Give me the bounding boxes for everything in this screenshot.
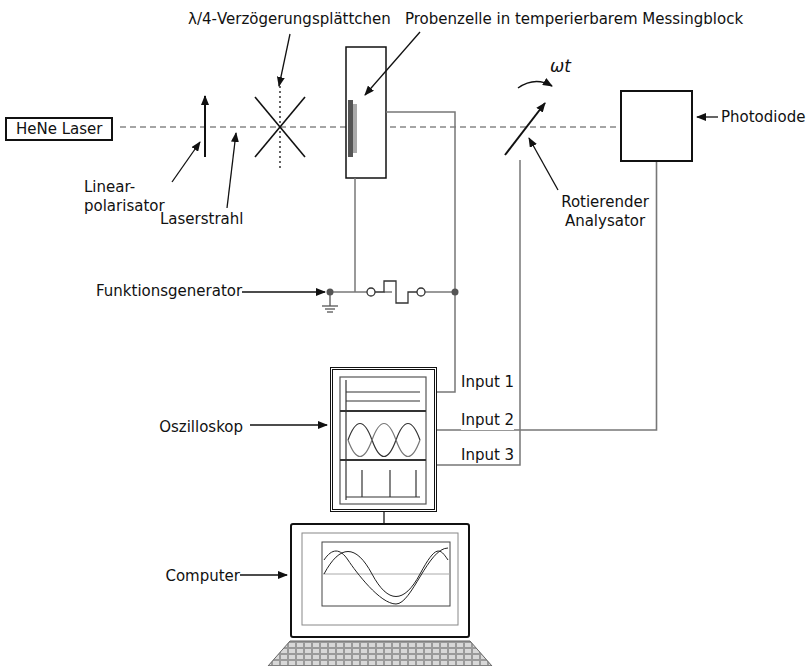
leader-arrow <box>172 32 718 575</box>
sample-cell <box>346 47 386 178</box>
rotation-label: ωt <box>550 56 571 77</box>
node-label: Oszilloskop <box>159 418 243 436</box>
part-label: Rotierender Analysator <box>540 193 670 231</box>
oscilloscope-box: Oszilloskop <box>330 367 437 512</box>
rotation-arrow <box>518 81 552 88</box>
wire <box>330 112 520 465</box>
part-label: Linear- polarisator <box>84 178 176 216</box>
keyboard <box>268 641 492 666</box>
signal-name: Input 3 <box>461 446 514 465</box>
rotating-analyzer <box>505 103 545 155</box>
signal-name: Input 2 <box>461 411 514 430</box>
part-label: Probenzelle in temperierbarem Messingblo… <box>405 10 743 29</box>
part-label: λ/4-Verzögerungsplättchen <box>188 10 391 29</box>
computer-screen <box>302 533 458 625</box>
linear-polarizer <box>204 96 206 157</box>
part-label: Funktionsgenerator <box>96 282 242 301</box>
computer-monitor: Computer <box>290 523 470 638</box>
laser-box: HeNe Laser <box>5 117 113 141</box>
quarter-wave-plate <box>255 86 305 168</box>
signal-name: Input 1 <box>461 373 514 392</box>
node-label: Computer <box>165 567 240 585</box>
signal-wire <box>383 512 385 523</box>
ground-symbol <box>322 292 338 312</box>
node-label: HeNe Laser <box>7 119 111 139</box>
part-label: Laserstrahl <box>160 210 244 229</box>
junction-dot <box>452 289 459 296</box>
function-generator-symbol <box>367 281 425 303</box>
oscilloscope-screen <box>340 377 426 504</box>
node-label: Photodiode <box>721 108 805 126</box>
photodiode-box: Photodiode <box>620 90 693 162</box>
